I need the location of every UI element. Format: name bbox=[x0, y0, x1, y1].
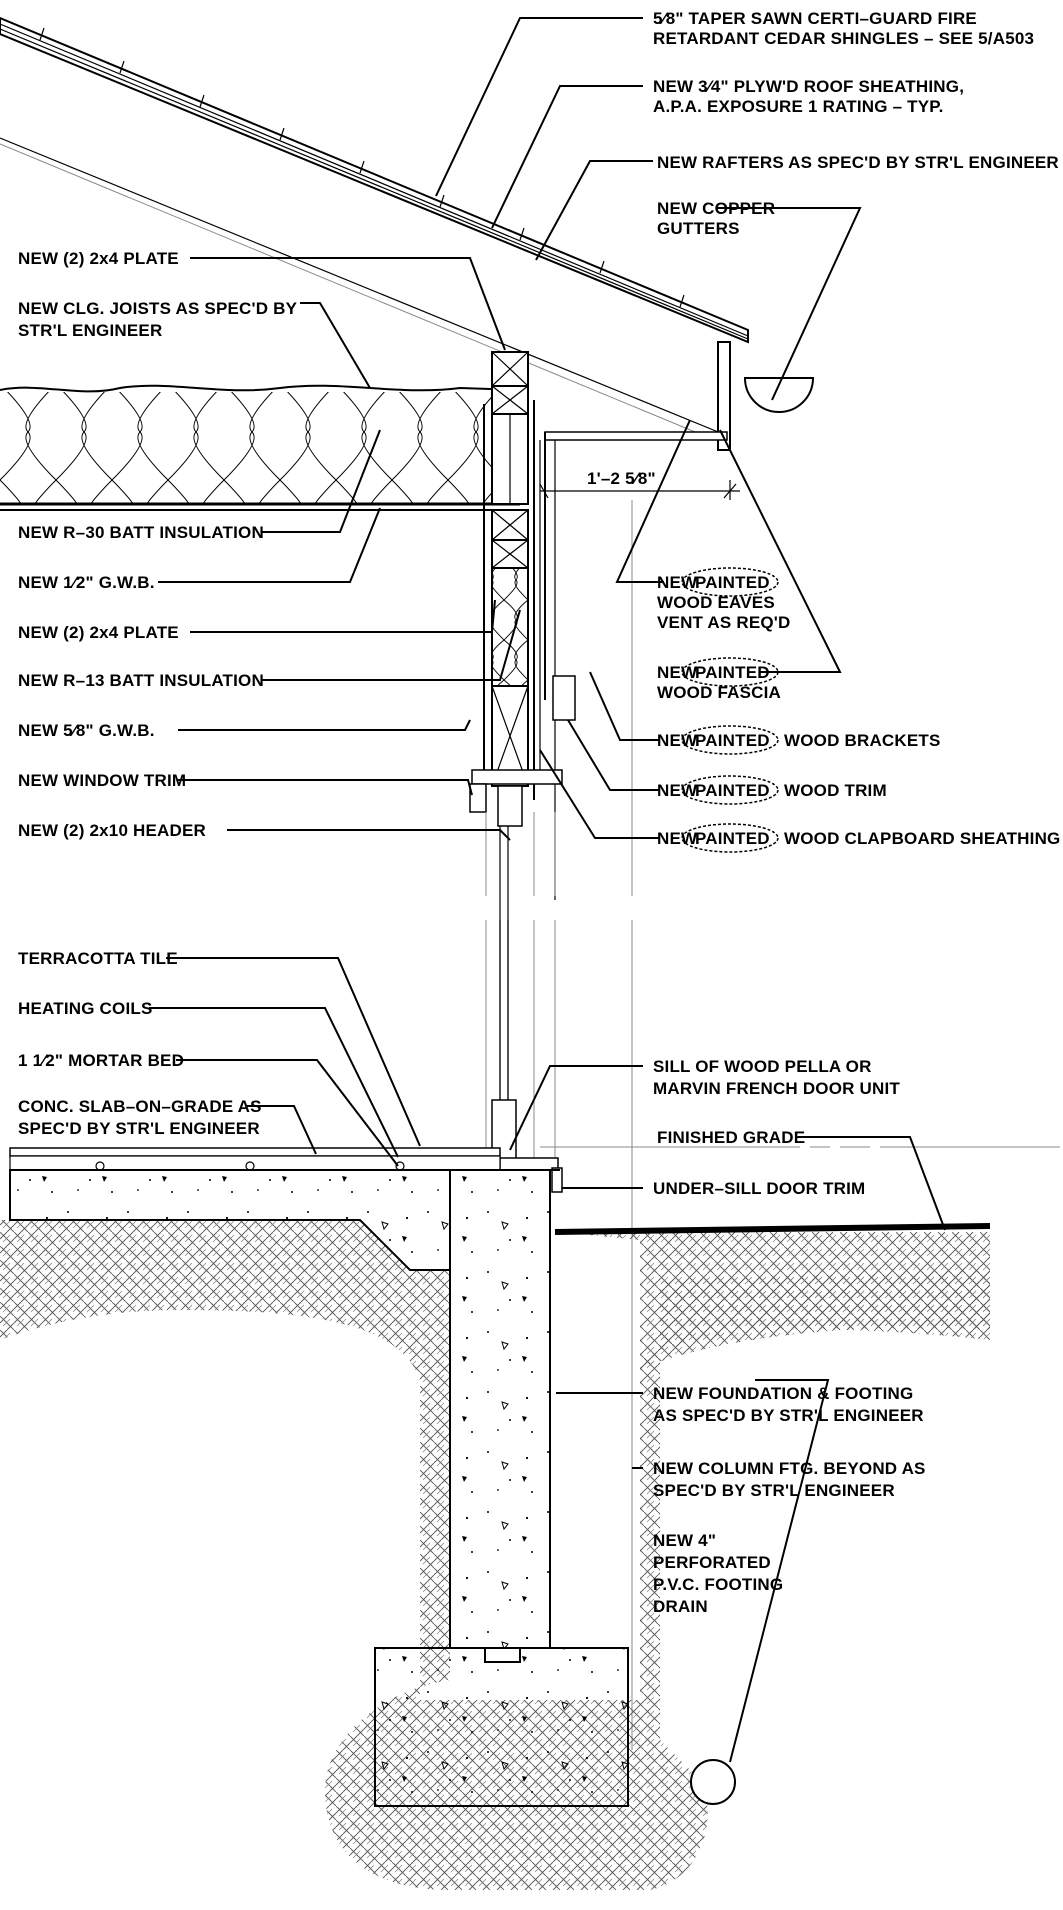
label-r13: NEW R–13 BATT INSULATION bbox=[18, 671, 264, 690]
footing-drain-pipe bbox=[690, 1759, 736, 1805]
ceiling-insulation bbox=[0, 384, 521, 511]
foundation-wall bbox=[374, 1169, 629, 1807]
label-shingles-2: RETARDANT CEDAR SHINGLES – SEE 5/A503 bbox=[653, 29, 1034, 48]
eaves-soffit bbox=[544, 431, 728, 900]
label-trim-painted: PAINTED bbox=[695, 781, 770, 800]
leader-lines bbox=[149, 17, 946, 1763]
label-slab-1: CONC. SLAB–ON–GRADE AS bbox=[18, 1097, 262, 1116]
label-drain-2: PERFORATED bbox=[653, 1553, 771, 1572]
revision-cloud bbox=[681, 823, 779, 853]
label-gutters-2: GUTTERS bbox=[657, 219, 740, 238]
label-gutters-1: NEW COPPER bbox=[657, 199, 775, 218]
label-brackets-2: WOOD BRACKETS bbox=[784, 731, 941, 750]
label-roof-sheathing-1: NEW 3⁄4" PLYW'D ROOF SHEATHING, bbox=[653, 77, 964, 96]
label-vent-new: NEW bbox=[657, 573, 698, 592]
revision-cloud bbox=[681, 775, 779, 805]
rafter-line bbox=[0, 137, 729, 437]
label-undersill: UNDER–SILL DOOR TRIM bbox=[653, 1179, 865, 1198]
label-column-1: NEW COLUMN FTG. BEYOND AS bbox=[653, 1459, 926, 1478]
label-drain-1: NEW 4" bbox=[653, 1531, 716, 1550]
lower-wall bbox=[485, 920, 633, 1750]
label-heating: HEATING COILS bbox=[18, 999, 153, 1018]
label-header: NEW (2) 2x10 HEADER bbox=[18, 821, 206, 840]
label-trim-new: NEW bbox=[657, 781, 698, 800]
label-shingles-1: 5⁄8" TAPER SAWN CERTI–GUARD FIRE bbox=[653, 9, 977, 28]
label-drain-4: DRAIN bbox=[653, 1597, 708, 1616]
label-plate-top: NEW (2) 2x4 PLATE bbox=[18, 249, 179, 268]
label-mortar: 1 1⁄2" MORTAR BED bbox=[18, 1051, 184, 1070]
label-brackets-painted: PAINTED bbox=[695, 731, 770, 750]
label-roof-sheathing-2: A.P.A. EXPOSURE 1 RATING – TYP. bbox=[653, 97, 944, 116]
label-brackets-new: NEW bbox=[657, 731, 698, 750]
label-foundation-1: NEW FOUNDATION & FOOTING bbox=[653, 1384, 913, 1403]
label-joists-2: STR'L ENGINEER bbox=[18, 321, 162, 340]
label-slab-2: SPEC'D BY STR'L ENGINEER bbox=[18, 1119, 260, 1138]
exterior-wall bbox=[469, 351, 633, 1100]
label-vent-painted: PAINTED bbox=[695, 573, 770, 592]
shingle-courses bbox=[39, 27, 685, 308]
label-joists-1: NEW CLG. JOISTS AS SPEC'D BY bbox=[18, 299, 298, 318]
label-window-trim: NEW WINDOW TRIM bbox=[18, 771, 186, 790]
label-column-2: SPEC'D BY STR'L ENGINEER bbox=[653, 1481, 895, 1500]
label-clap-painted: PAINTED bbox=[695, 829, 770, 848]
label-fascia-new: NEW bbox=[657, 663, 698, 682]
label-rafters: NEW RAFTERS AS SPEC'D BY STR'L ENGINEER bbox=[657, 153, 1059, 172]
label-plate-mid: NEW (2) 2x4 PLATE bbox=[18, 623, 179, 642]
label-foundation-2: AS SPEC'D BY STR'L ENGINEER bbox=[653, 1406, 924, 1425]
dimension-text: 1'–2 5⁄8" bbox=[587, 469, 656, 488]
label-fascia-painted: PAINTED bbox=[695, 663, 770, 682]
label-gwb-five8: NEW 5⁄8" G.W.B. bbox=[18, 721, 155, 740]
label-vent-2: WOOD EAVES bbox=[657, 593, 775, 612]
label-sill-2: MARVIN FRENCH DOOR UNIT bbox=[653, 1079, 900, 1098]
revision-cloud bbox=[681, 725, 779, 755]
label-vent-3: VENT AS REQ'D bbox=[657, 613, 791, 632]
label-clap-new: NEW bbox=[657, 829, 698, 848]
label-r30: NEW R–30 BATT INSULATION bbox=[18, 523, 264, 542]
label-drain-3: P.V.C. FOOTING bbox=[653, 1575, 783, 1594]
annotation-labels: 5⁄8" TAPER SAWN CERTI–GUARD FIRE RETARDA… bbox=[18, 9, 1060, 1616]
label-grade: FINISHED GRADE bbox=[657, 1128, 805, 1147]
revision-cloud bbox=[681, 567, 779, 597]
label-fascia-2: WOOD FASCIA bbox=[657, 683, 781, 702]
copper-gutter bbox=[717, 341, 815, 451]
label-trim-2: WOOD TRIM bbox=[784, 781, 887, 800]
label-gwb-half: NEW 1⁄2" G.W.B. bbox=[18, 573, 155, 592]
roof-assembly bbox=[0, 16, 749, 437]
label-sill-1: SILL OF WOOD PELLA OR bbox=[653, 1057, 872, 1076]
revision-cloud bbox=[681, 657, 779, 687]
label-clap-2: WOOD CLAPBOARD SHEATHING bbox=[784, 829, 1060, 848]
eave-dimension: 1'–2 5⁄8" bbox=[539, 469, 740, 500]
label-terracotta: TERRACOTTA TILE bbox=[18, 949, 178, 968]
